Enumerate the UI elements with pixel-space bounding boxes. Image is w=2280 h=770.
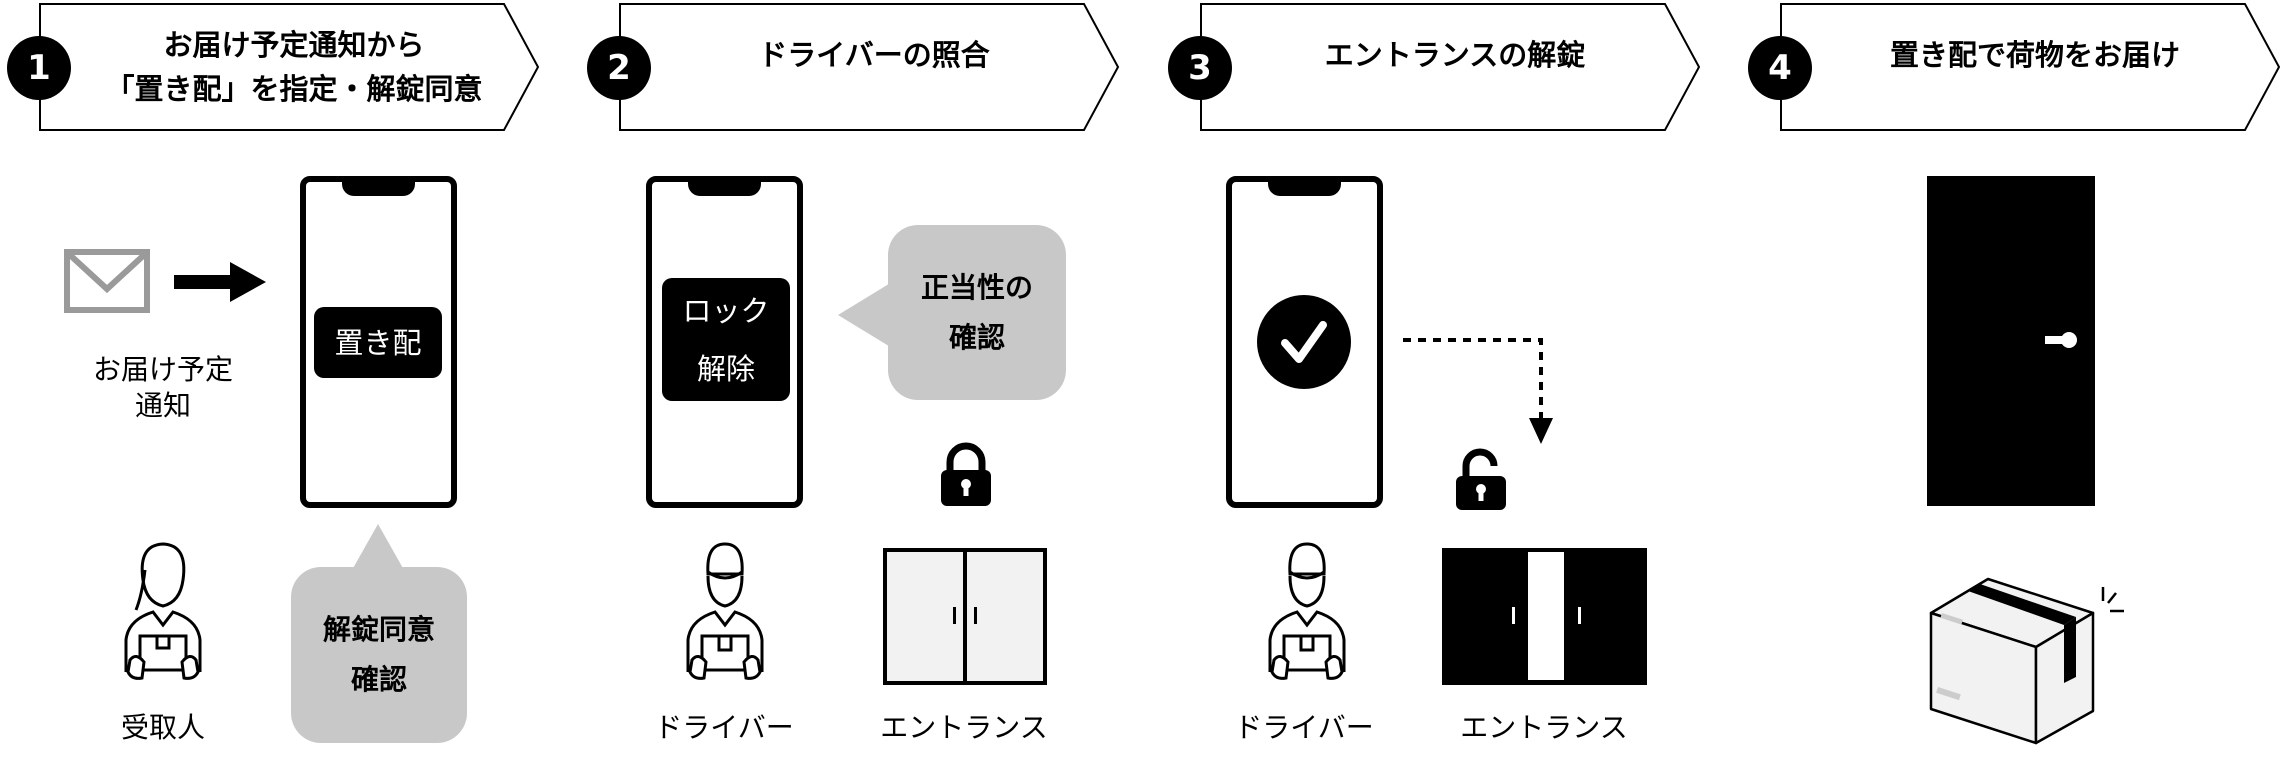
driver-person-icon — [686, 542, 764, 680]
notification-label: お届け予定 通知 — [92, 353, 233, 422]
check-circle-icon — [1257, 295, 1351, 389]
step-number: 1 — [7, 36, 71, 100]
entrance-label: エントランス — [1460, 711, 1628, 744]
phone-notch — [1268, 180, 1341, 196]
step-3-banner: 3 エントランスの解錠 — [1168, 3, 1720, 131]
step-4-banner: 4 置き配で荷物をお届け — [1748, 3, 2280, 131]
step-1-banner: 1 お届け予定通知から 「置き配」を指定・解錠同意 — [7, 3, 559, 131]
step-title: エントランスの解錠 — [1324, 38, 1586, 72]
entrance-closed-icon — [883, 548, 1047, 685]
step-title: ドライバーの照合 — [758, 38, 990, 72]
door-icon — [1927, 176, 2095, 506]
bubble-tail — [352, 524, 404, 570]
bubble-tail — [838, 282, 892, 348]
dashed-arrow-down — [1403, 338, 1553, 444]
mail-icon — [64, 249, 150, 313]
step-number: 2 — [587, 36, 651, 100]
step-title: お届け予定通知から 「置き配」を指定・解錠同意 — [105, 27, 483, 106]
banner-arrow-shape — [1200, 3, 1701, 131]
lock-closed-icon — [941, 442, 991, 506]
step-title: 置き配で荷物をお届け — [1889, 38, 2180, 72]
verification-bubble: 正当性の 確認 — [888, 225, 1066, 400]
banner-arrow-shape — [1780, 3, 2280, 131]
unlock-consent-bubble: 解錠同意 確認 — [291, 567, 467, 743]
arrow-right-icon — [174, 262, 266, 302]
entrance-open-icon — [1442, 548, 1647, 685]
driver-label: ドライバー — [654, 711, 794, 744]
phone-notch — [688, 180, 761, 196]
step-2-banner: 2 ドライバーの照合 — [587, 3, 1139, 131]
phone-notch — [342, 180, 415, 196]
entrance-label: エントランス — [880, 711, 1048, 744]
recipient-label: 受取人 — [120, 711, 205, 744]
driver-label: ドライバー — [1234, 711, 1374, 744]
lock-open-icon — [1456, 448, 1506, 510]
unlock-screen-button: ロック 解除 — [662, 278, 790, 401]
package-box-icon — [1929, 577, 2124, 745]
recipient-person-icon — [124, 542, 202, 680]
step-number: 4 — [1748, 36, 1812, 100]
banner-arrow-shape — [39, 3, 540, 131]
okihai-screen-button: 置き配 — [314, 307, 442, 378]
driver-person-icon — [1268, 542, 1346, 680]
banner-arrow-shape — [619, 3, 1120, 131]
step-number: 3 — [1168, 36, 1232, 100]
